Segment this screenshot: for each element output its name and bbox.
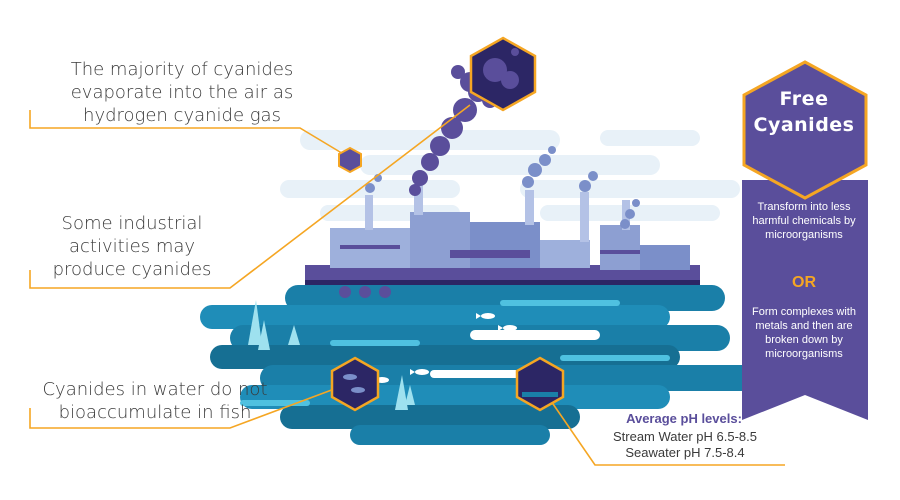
leader-lines <box>29 104 785 466</box>
panel-text-transform: Transform into less harmful chemicals by… <box>752 201 856 241</box>
outflow-dots <box>339 286 391 298</box>
reeds <box>248 300 415 410</box>
panel-title-line2: Cyanides <box>753 114 855 136</box>
callout-industrial: Some industrial activities may produce c… <box>52 213 212 280</box>
hex-smoke <box>469 36 537 112</box>
free-cyanides-panel-shape <box>742 60 868 420</box>
free-cyanides-panel: Free Cyanides Transform into less harmfu… <box>740 60 868 420</box>
hex-water <box>515 356 565 412</box>
ph-seawater: Seawater pH 7.5-8.4 <box>625 445 745 460</box>
clouds <box>280 130 740 221</box>
callout-evaporate: The majority of cyanides evaporate into … <box>70 59 294 126</box>
panel-title-line1: Free <box>779 88 829 110</box>
panel-or: OR <box>792 274 816 291</box>
hex-small <box>338 146 362 174</box>
smoke-light <box>365 146 640 229</box>
hex-fish <box>330 356 380 412</box>
callout-fish: Cyanides in water do not bioaccumulate i… <box>42 379 268 423</box>
ph-stream: Stream Water pH 6.5-8.5 <box>612 429 757 444</box>
panel-text-complexes: Form complexes with metals and then are … <box>752 306 856 360</box>
factory <box>305 185 700 286</box>
ph-title: Average pH levels: <box>626 411 742 426</box>
water <box>200 285 760 445</box>
